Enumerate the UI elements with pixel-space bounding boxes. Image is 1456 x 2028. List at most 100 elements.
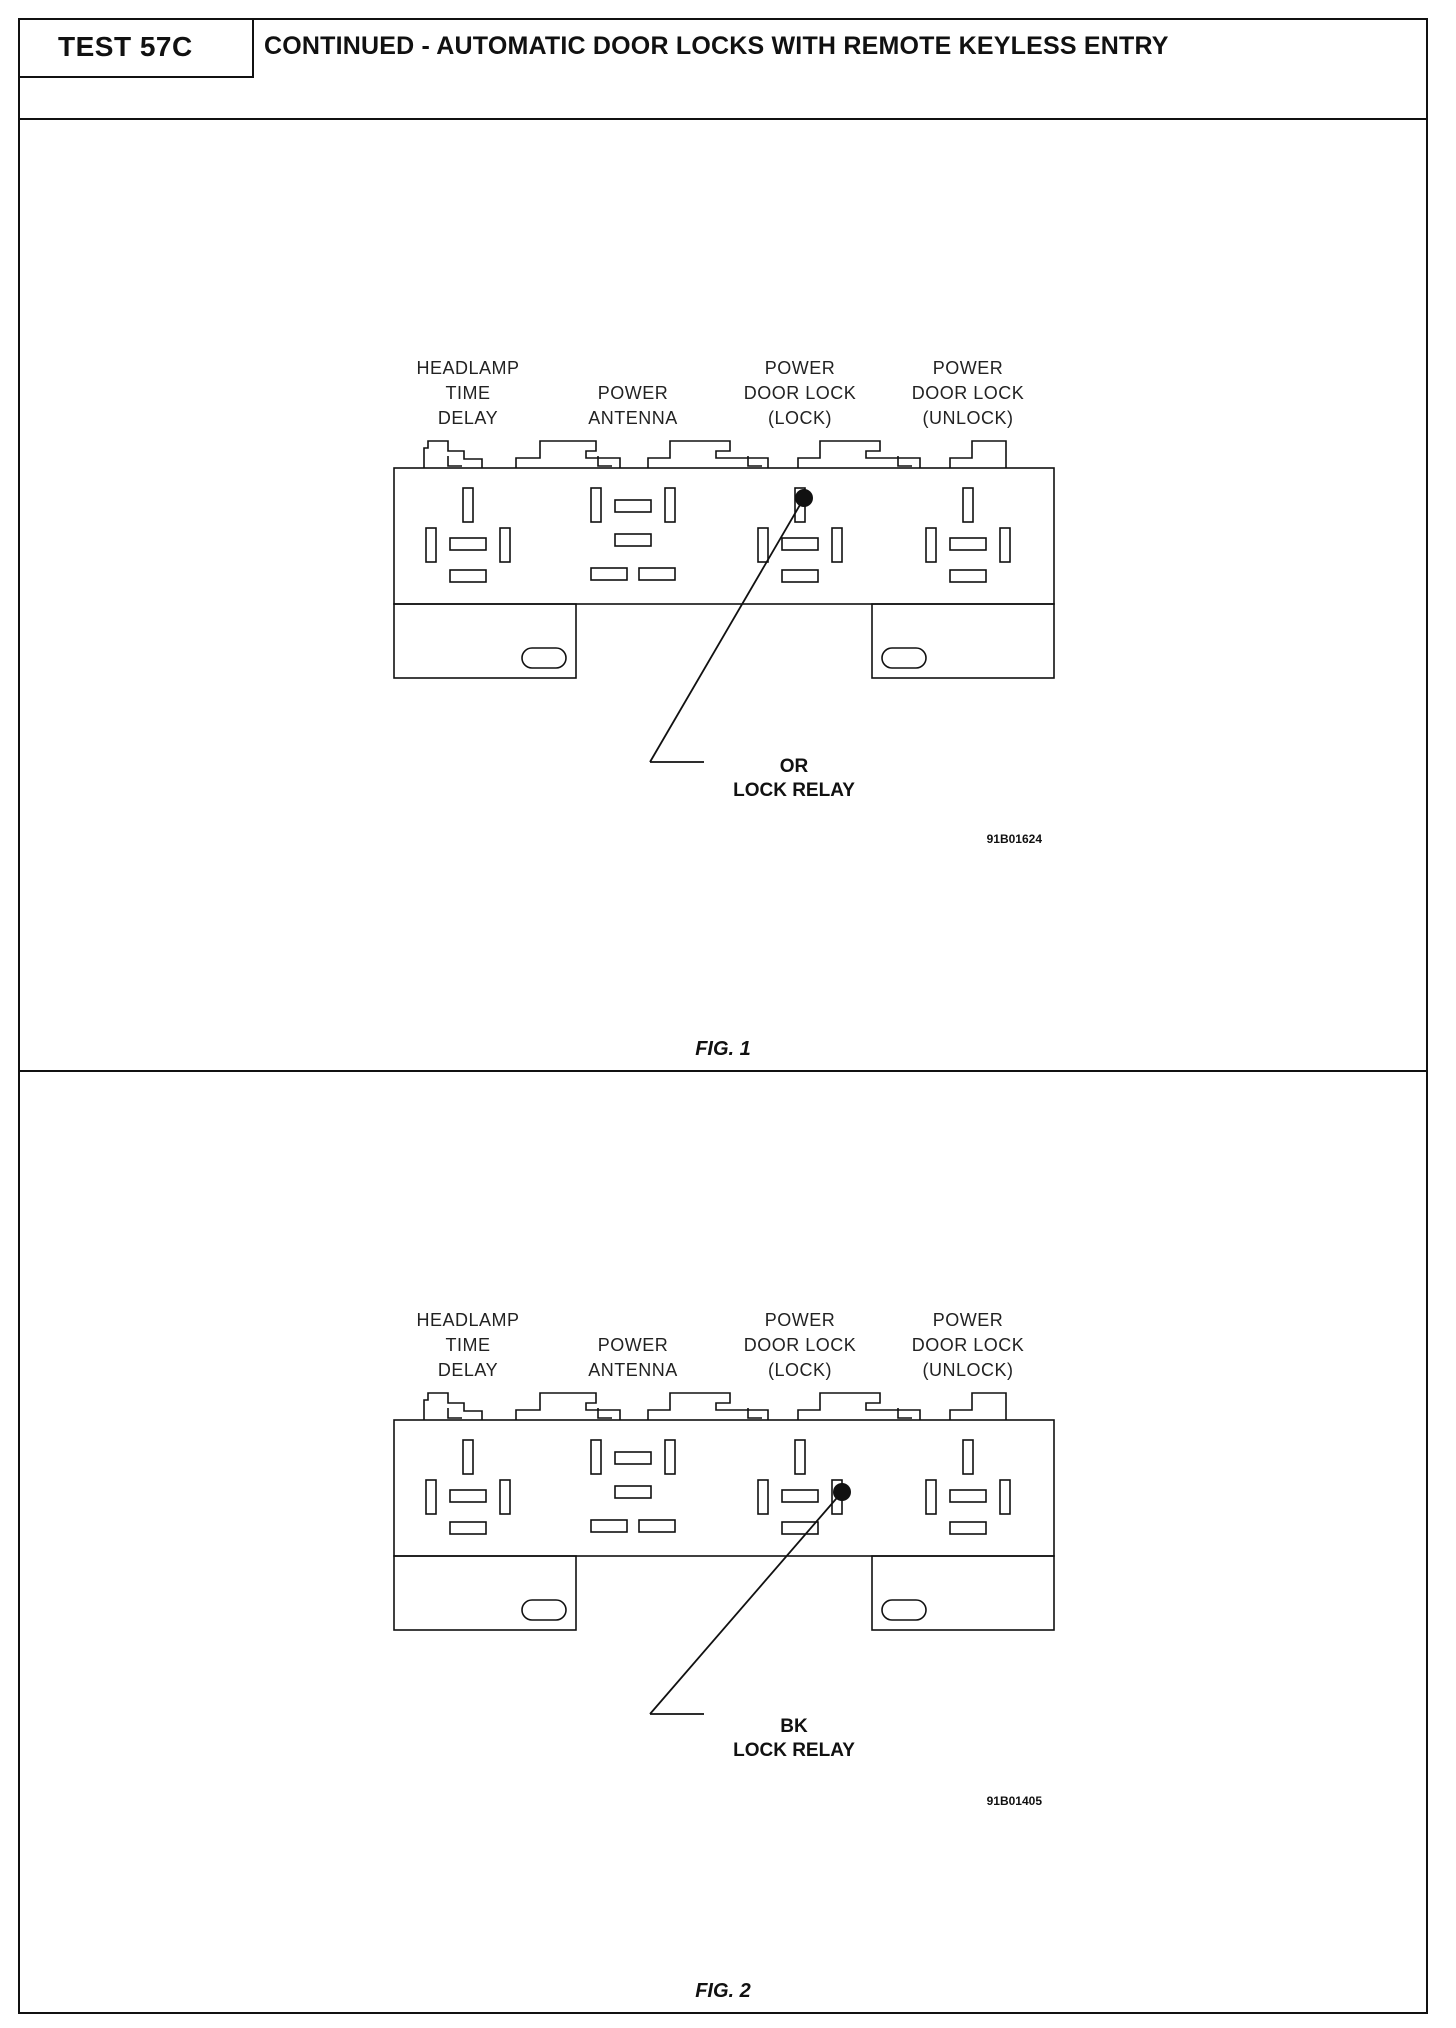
connector-hook	[597, 456, 612, 467]
terminal-top	[962, 487, 974, 523]
test-id: TEST 57C	[20, 20, 254, 78]
mount-slot-left	[521, 1599, 567, 1621]
terminal-center	[949, 1489, 987, 1503]
connector-hook	[747, 456, 762, 467]
figure-id: 91B01624	[987, 832, 1043, 846]
terminal-bottom	[449, 569, 487, 583]
terminal-top	[962, 1439, 974, 1475]
mount-tab-left	[393, 1555, 577, 1631]
relay-label-lock: DOOR LOCK	[744, 1335, 857, 1355]
terminal-top	[794, 1439, 806, 1475]
relay-terminal-group	[925, 487, 1011, 583]
relay-label-headlamp: HEADLAMP	[416, 358, 519, 378]
relay-label-headlamp: TIME	[446, 1335, 491, 1355]
connector-tabs	[423, 440, 1007, 468]
page-title: CONTINUED - AUTOMATIC DOOR LOCKS WITH RE…	[264, 32, 1169, 60]
connector-hook	[897, 1408, 912, 1419]
mount-slot-left	[521, 647, 567, 669]
relay-label-unlock: (UNLOCK)	[922, 1360, 1013, 1380]
connector-hook	[447, 1408, 462, 1419]
relay-label-lock: DOOR LOCK	[744, 383, 857, 403]
mount-slot-right	[881, 1599, 927, 1621]
panel-divider	[20, 1070, 1426, 1072]
mount-tab-right	[871, 1555, 1055, 1631]
terminal-right	[499, 1479, 511, 1515]
wire-color-label: BK	[780, 1716, 808, 1737]
terminal-right	[499, 527, 511, 563]
terminal-center	[449, 1489, 487, 1503]
relay-terminal-group	[425, 1439, 511, 1535]
relay-label-lock: POWER	[765, 358, 836, 378]
terminal-left-top	[590, 1439, 602, 1475]
relay-terminal-group	[757, 487, 843, 583]
terminal-upper	[614, 499, 652, 513]
figure-id: 91B01405	[987, 1794, 1043, 1808]
relay-housing	[393, 467, 1055, 605]
terminal-center	[949, 537, 987, 551]
relay-terminal-group	[925, 1439, 1011, 1535]
header-row: TEST 57C CONTINUED - AUTOMATIC DOOR LOCK…	[20, 20, 1426, 120]
terminal-bottom-right	[638, 567, 676, 581]
terminal-right-top	[664, 487, 676, 523]
terminal-bottom	[449, 1521, 487, 1535]
terminal-center	[449, 537, 487, 551]
probe-lead	[649, 497, 805, 763]
probe-dot	[795, 489, 813, 507]
terminal-upper	[614, 1451, 652, 1465]
relay-label-antenna: ANTENNA	[588, 1360, 678, 1380]
relay-label-unlock: (UNLOCK)	[922, 408, 1013, 428]
terminal-center	[614, 533, 652, 547]
relay-name-label: LOCK RELAY	[733, 1740, 855, 1761]
relay-label-unlock: POWER	[933, 358, 1004, 378]
relay-label-headlamp: TIME	[446, 383, 491, 403]
relay-label-antenna: POWER	[598, 383, 669, 403]
relay-terminal-group	[590, 1439, 676, 1533]
terminal-top	[462, 1439, 474, 1475]
terminal-left-top	[590, 487, 602, 523]
relay-label-lock: POWER	[765, 1310, 836, 1330]
wire-color-label: OR	[780, 756, 809, 777]
terminal-left	[925, 527, 937, 563]
terminal-left	[925, 1479, 937, 1515]
relay-label-headlamp: DELAY	[438, 1360, 498, 1380]
relay-label-headlamp: DELAY	[438, 408, 498, 428]
mount-tab-right	[871, 603, 1055, 679]
terminal-bottom	[781, 569, 819, 583]
relay-terminal-group	[425, 487, 511, 583]
connector-hook	[447, 456, 462, 467]
relay-terminal-group	[590, 487, 676, 581]
terminal-bottom	[949, 569, 987, 583]
relay-label-lock: (LOCK)	[768, 1360, 832, 1380]
connector-hook	[897, 456, 912, 467]
connector-tabs	[423, 1392, 1007, 1420]
terminal-left	[425, 527, 437, 563]
terminal-right	[999, 1479, 1011, 1515]
terminal-bottom-left	[590, 1519, 628, 1533]
relay-label-antenna: POWER	[598, 1335, 669, 1355]
terminal-bottom	[781, 1521, 819, 1535]
figure-1-caption: FIG. 1	[695, 1038, 751, 1060]
connector-hook	[747, 1408, 762, 1419]
terminal-right-top	[664, 1439, 676, 1475]
relay-housing	[393, 1419, 1055, 1557]
relay-terminal-group	[757, 1439, 843, 1535]
terminal-bottom-left	[590, 567, 628, 581]
relay-label-unlock: DOOR LOCK	[912, 383, 1025, 403]
terminal-right	[999, 527, 1011, 563]
probe-dot	[833, 1483, 851, 1501]
terminal-left	[757, 1479, 769, 1515]
relay-label-unlock: POWER	[933, 1310, 1004, 1330]
terminal-left	[425, 1479, 437, 1515]
relay-label-unlock: DOOR LOCK	[912, 1335, 1025, 1355]
terminal-right	[831, 527, 843, 563]
connector-hook	[597, 1408, 612, 1419]
terminal-left	[757, 527, 769, 563]
terminal-bottom	[949, 1521, 987, 1535]
terminal-center	[781, 1489, 819, 1503]
probe-lead	[649, 1491, 843, 1715]
mount-slot-right	[881, 647, 927, 669]
page-frame: TEST 57C CONTINUED - AUTOMATIC DOOR LOCK…	[18, 18, 1428, 2014]
